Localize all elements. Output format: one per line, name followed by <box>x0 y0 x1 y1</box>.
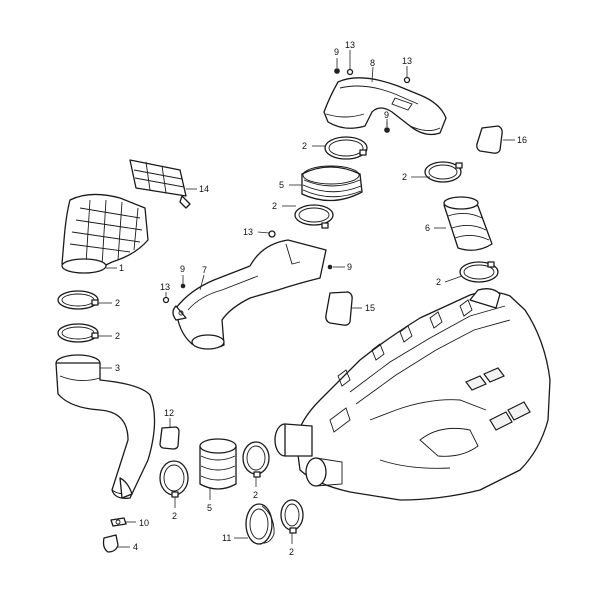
callout-labels: 9 13 8 13 9 16 2 2 5 14 2 13 6 1 9 7 9 2… <box>115 40 527 557</box>
callout-3: 3 <box>115 363 120 373</box>
pad-part-12 <box>159 426 180 450</box>
air-duct-part-7 <box>172 239 327 350</box>
nut-13-right <box>403 76 411 84</box>
nut-13-left <box>162 296 170 304</box>
intake-grille-part-1 <box>61 193 149 274</box>
callout-9: 9 <box>334 47 339 57</box>
coupling-part-11 <box>245 503 275 545</box>
callout-9: 9 <box>347 262 352 272</box>
callout-12: 12 <box>164 408 174 418</box>
callout-13: 13 <box>402 56 412 66</box>
clamp-2-e <box>57 290 99 310</box>
callout-14: 14 <box>199 184 209 194</box>
cap-part-4 <box>102 534 119 553</box>
callout-2: 2 <box>253 490 258 500</box>
callout-5: 5 <box>207 503 212 513</box>
callout-7: 7 <box>202 265 207 275</box>
bolt-9-top <box>334 68 340 74</box>
clamp-2-d <box>459 261 499 283</box>
callout-4: 4 <box>133 542 138 552</box>
callout-1: 1 <box>119 263 124 273</box>
clip-part-10 <box>110 517 127 527</box>
intake-duct-part-8 <box>323 77 447 136</box>
pad-part-16 <box>476 125 503 154</box>
callout-2: 2 <box>115 331 120 341</box>
clamp-2-i <box>280 499 304 534</box>
clamp-2-b <box>424 161 463 183</box>
filter-part-14 <box>129 159 191 209</box>
callout-15: 15 <box>365 303 375 313</box>
callout-2: 2 <box>115 298 120 308</box>
bolt-9-mid <box>180 283 186 289</box>
callout-2: 2 <box>289 547 294 557</box>
bellows-part-5-lower <box>199 438 237 490</box>
callout-11: 11 <box>222 533 231 543</box>
callout-6: 6 <box>425 223 430 233</box>
airbox-housing <box>274 288 551 501</box>
bolt-9-right-mid <box>327 264 333 270</box>
clamp-2-c <box>294 204 334 229</box>
callout-2: 2 <box>272 201 277 211</box>
clamp-2-g <box>159 460 189 498</box>
callout-16: 16 <box>517 135 527 145</box>
nut-13-mid <box>268 230 276 238</box>
leader-lines <box>98 50 515 548</box>
callout-9: 9 <box>180 264 185 274</box>
lower-hose-part-3 <box>55 354 156 499</box>
hose-part-6 <box>443 196 493 251</box>
callout-2: 2 <box>172 511 177 521</box>
clamp-2-h <box>242 441 270 478</box>
callout-2: 2 <box>436 277 441 287</box>
callout-2: 2 <box>402 172 407 182</box>
callout-8: 8 <box>370 58 375 68</box>
nut-13-top <box>346 68 354 76</box>
callout-10: 10 <box>139 518 149 528</box>
callout-13: 13 <box>345 40 355 50</box>
callout-13: 13 <box>243 227 253 237</box>
pad-part-15 <box>325 291 353 326</box>
callout-5: 5 <box>279 180 284 190</box>
clamp-2-a <box>324 136 368 160</box>
callout-9: 9 <box>384 110 389 120</box>
callout-13: 13 <box>160 282 170 292</box>
clamp-2-f <box>57 323 99 343</box>
bellows-part-5-upper <box>301 165 363 202</box>
callout-2: 2 <box>302 141 307 151</box>
